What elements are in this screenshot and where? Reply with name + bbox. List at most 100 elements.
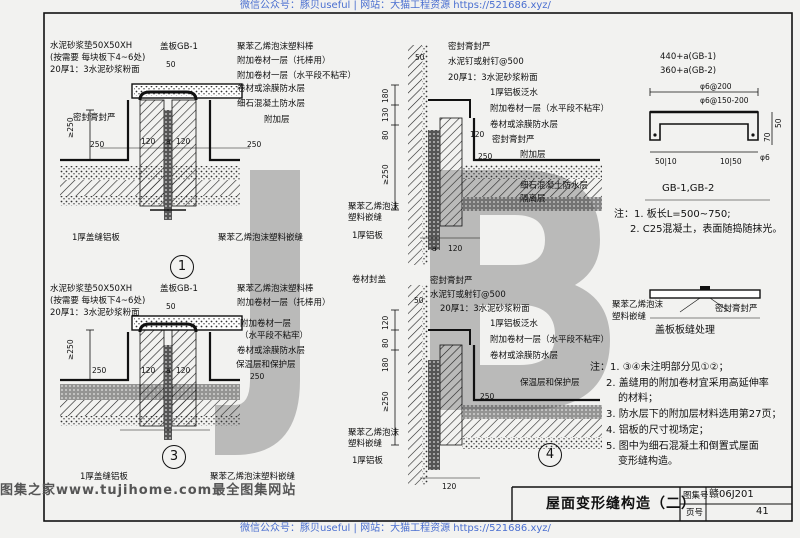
d2-h250: ≥250 (381, 164, 390, 185)
d1-extra-coil-label: 附加卷材一层（水平段不粘牢） (237, 71, 357, 81)
page-number: 41 (756, 506, 769, 517)
d3-waterproof-label: 卷材或涂膜防水层 (237, 346, 306, 356)
gb-dim2: 360+a(GB-2) (660, 66, 717, 76)
d1-mortar-label: 20厚1：3水泥砂浆粉面 (50, 65, 140, 75)
d2-nail-label: 水泥钉或射钉@500 (448, 57, 524, 67)
drawing-title: 屋面变形缝构造（二） (546, 496, 696, 512)
note-5: 5. 图中为细石混凝土和倒置式屋面 (606, 441, 759, 452)
d3-d120a: 120 (141, 366, 156, 375)
detail-2-graphic (391, 45, 602, 265)
d1-seal-label: 密封膏封严 (73, 113, 116, 123)
cover-title: 盖板板缝处理 (655, 325, 715, 336)
note-4: 4. 铝板的尺寸视场定； (606, 425, 709, 436)
d3-da: a (166, 366, 171, 375)
d2-d120: 120 (470, 130, 485, 139)
gb-bar1: φ6@200 (700, 82, 732, 91)
d3-dim-50: 50 (166, 302, 176, 311)
atlas-number: 赣06J201 (709, 489, 754, 500)
d1-d250b: 250 (247, 140, 262, 149)
top-watermark: 微信公众号：豚贝useful | 网站：大猫工程资源 https://52168… (240, 0, 551, 11)
d1-fill-label: 聚苯乙烯泡沫塑料嵌缝 (218, 233, 304, 243)
detail-1-number: 1 (170, 255, 194, 279)
d1-waterproof-label: 卷材或涂膜防水层 (237, 84, 306, 94)
d2-da: a (432, 244, 437, 253)
d3-mortar-label: 20厚1：3水泥砂浆粉面 (50, 308, 140, 318)
note-1: 注：1. ③④未注明部分见①②； (590, 362, 729, 373)
d3-extra-coil2-label: （水平段不粘牢） (240, 331, 309, 341)
page-label: 页号 (686, 508, 704, 518)
d4-waterproof-label: 卷材或涂膜防水层 (490, 351, 559, 361)
detail-3-graphic (60, 315, 243, 440)
d2-seal-label: 密封膏封严 (448, 42, 491, 52)
gb-d1050: 10|50 (720, 157, 742, 166)
d3-d250b: 250 (250, 372, 265, 381)
d1-h250: ≥250 (66, 117, 75, 138)
d3-cover-label: 盖板GB-1 (160, 284, 198, 294)
d2-foam-label: 聚苯乙烯泡沫 (348, 202, 400, 212)
d1-d120b: 120 (176, 137, 191, 146)
d1-dim-50: 50 (166, 60, 176, 69)
d2-d120b: 120 (448, 244, 463, 253)
d2-foam2-label: 塑料嵌缝 (348, 213, 383, 223)
d4-drip-label: 1厚铝板泛水 (490, 319, 538, 329)
d4-foam2-label: 塑料嵌缝 (348, 439, 383, 449)
d4-d180: 180 (381, 357, 390, 372)
detail-4-number: 4 (538, 443, 562, 467)
detail-4-graphic (391, 285, 602, 485)
d2-mortar-label: 20厚1：3水泥砂浆粉面 (448, 73, 538, 83)
d2-d180: 180 (381, 88, 390, 103)
note-5b: 变形缝构造。 (618, 456, 678, 467)
gb-d50: 50 (774, 118, 783, 128)
gb-name: GB-1,GB-2 (662, 183, 715, 194)
d2-extra-layer-label: 附加层 (520, 150, 546, 160)
bottom-watermark: 微信公众号：豚贝useful | 网站：大猫工程资源 https://52168… (240, 523, 551, 534)
d3-extra-coil-label: 附加卷材一层 (240, 319, 292, 329)
d2-waterproof-label: 卷材或涂膜防水层 (490, 120, 559, 130)
d4-d250: 250 (480, 392, 495, 401)
gb-note1: 注：1. 板长L=500~750; (614, 209, 731, 220)
d2-d80: 80 (381, 130, 390, 140)
d4-nail-label: 水泥钉或射钉@500 (430, 290, 506, 300)
d1-concrete-label: 细石混凝土防水层 (237, 99, 306, 109)
d2-d50: 50 (415, 53, 425, 62)
d4-insul-label: 保温层和保护层 (520, 378, 580, 388)
d4-foam-label: 聚苯乙烯泡沫 (348, 428, 400, 438)
gb-dim1: 440+a(GB-1) (660, 52, 717, 62)
d1-extra-layer-label: 附加层 (264, 115, 290, 125)
gb-detail-graphic (645, 88, 773, 201)
gb-d70: 70 (763, 132, 772, 142)
d4-cap-label: 卷材封盖 (352, 275, 387, 285)
d2-plate-label: 1厚铝板 (352, 231, 383, 241)
d1-d120a: 120 (141, 137, 156, 146)
d3-pad-note: (按需要 每块板下4~6处) (50, 296, 146, 306)
note-2: 2. 盖缝用的附加卷材宜采用高延伸率 (606, 378, 769, 389)
d3-rod-label: 聚苯乙烯泡沫塑料棒 (237, 284, 314, 294)
cover-joint-graphic (649, 286, 761, 319)
note-2b: 的材料； (618, 393, 658, 404)
d3-d120b: 120 (176, 366, 191, 375)
d3-fill-label: 聚苯乙烯泡沫塑料嵌缝 (210, 472, 296, 482)
d2-extra-label: 附加卷材一层（水平段不粘牢） (490, 104, 610, 114)
d4-d50: 50 (414, 296, 424, 305)
d3-d250a: 250 (92, 366, 107, 375)
d1-d250a: 250 (90, 140, 105, 149)
cover-foam2-label: 塑料嵌缝 (612, 312, 647, 322)
d4-h250: ≥250 (381, 391, 390, 412)
d1-cover-label: 盖板GB-1 (160, 42, 198, 52)
d1-pad-note: (按需要 每块板下4~6处) (50, 53, 146, 63)
d4-seal-label: 密封膏封严 (430, 276, 473, 286)
cover-foam-label: 聚苯乙烯泡沫 (612, 300, 664, 310)
d3-plate-label: 1厚盖缝铝板 (80, 472, 128, 482)
detail-3-number: 3 (162, 445, 186, 469)
d3-extra-roll-label: 附加卷材一层（托棒用） (237, 298, 331, 308)
d2-isolation-label: 隔离层 (520, 194, 546, 204)
cover-seal-label: 密封膏封严 (715, 304, 758, 314)
d4-mortar-label: 20厚1：3水泥砂浆粉面 (440, 304, 530, 314)
d1-da: a (166, 137, 171, 146)
d3-pad-label: 水泥砂浆垫50X50XH (50, 284, 133, 294)
d1-plate-label: 1厚盖缝铝板 (72, 233, 120, 243)
footer-watermark: 图集之家www.tujihome.com最全图集网站 (0, 483, 297, 498)
d1-extra-roll-label: 附加卷材一层（托棒用） (237, 56, 331, 66)
d4-d120b: 120 (442, 482, 457, 491)
